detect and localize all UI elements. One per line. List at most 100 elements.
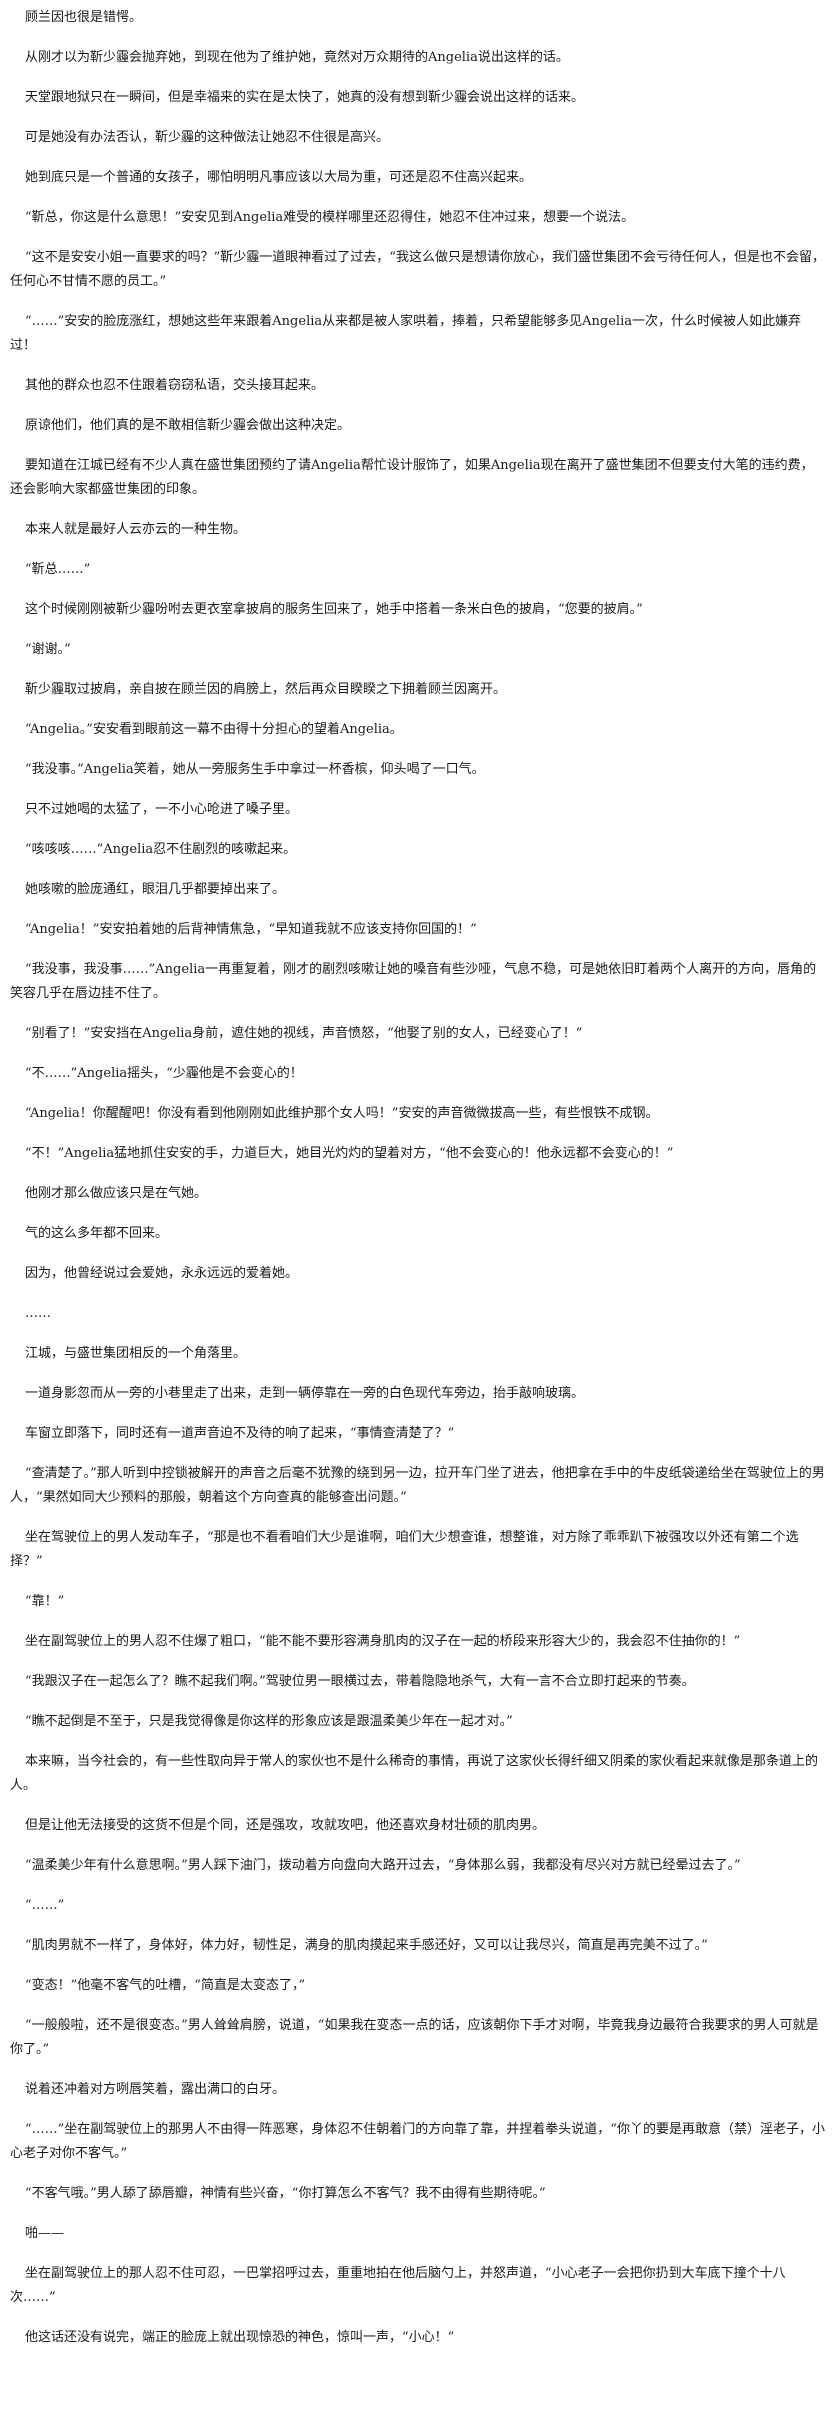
paragraph-gap: [10, 1166, 825, 1182]
paragraph: 其他的群众也忍不住跟着窃窃私语，交头接耳起来。: [25, 378, 325, 393]
paragraph: “……”安安的脸庞涨红，想她这些年来跟着Angelia从来都是被人家哄着，捧着，…: [10, 314, 801, 353]
paragraph: “靠！”: [25, 1594, 65, 1609]
paragraph: 从刚才以为靳少霾会抛弃她，到现在他为了维护她，竟然对万众期待的Angelia说出…: [25, 50, 569, 65]
paragraph: “一般般啦，还不是很变态。”男人耸耸肩膀，说道，“如果我在变态一点的话，应该朝你…: [10, 2018, 819, 2057]
paragraph: 啪——: [25, 2226, 65, 2241]
paragraph-gap: [10, 1654, 825, 1670]
paragraph: “Angelia！你醒醒吧！你没有看到他刚刚如此维护那个女人吗！”安安的声音微微…: [25, 1106, 659, 1121]
paragraph-gap: [10, 1206, 825, 1222]
paragraph: “靳总，你这是什么意思！”安安见到Angelia难受的模样哪里还忍得住，她忍不住…: [25, 210, 635, 225]
paragraph: “变态！”他毫不客气的吐槽，“简直是太变态了，”: [25, 1978, 306, 1993]
paragraph: “……”坐在副驾驶位上的那男人不由得一阵恶寒，身体忍不住朝着门的方向靠了靠，并捏…: [10, 2122, 825, 2161]
paragraph-gap: [10, 1366, 825, 1382]
paragraph: 气的这么多年都不回来。: [25, 1226, 169, 1241]
paragraph: “我跟汉子在一起怎么了？瞧不起我们啊。”驾驶位男一眼横过去，带着隐隐地杀气，大有…: [25, 1674, 695, 1689]
paragraph-gap: [10, 30, 825, 46]
paragraph-gap: [10, 358, 825, 374]
paragraph-gap: [10, 2310, 825, 2326]
paragraph: ……: [25, 1306, 51, 1321]
paragraph-gap: [10, 902, 825, 918]
paragraph: 要知道在江城已经有不少人真在盛世集团预约了请Angelia帮忙设计服饰了，如果A…: [10, 458, 814, 497]
paragraph: “温柔美少年有什么意思啊。”男人踩下油门，拨动着方向盘向大路开过去，“身体那么弱…: [25, 1858, 741, 1873]
paragraph: 天堂跟地狱只在一瞬间，但是幸福来的实在是太快了，她真的没有想到靳少霾会说出这样的…: [25, 90, 585, 105]
paragraph-gap: [10, 1046, 825, 1062]
paragraph-gap: [10, 1510, 825, 1526]
paragraph-gap: [10, 110, 825, 126]
paragraph-gap: [10, 542, 825, 558]
paragraph-gap: [10, 702, 825, 718]
paragraph: 她到底只是一个普通的女孩子，哪怕明明凡事应该以大局为重，可还是忍不住高兴起来。: [25, 170, 533, 185]
paragraph: “咳咳咳……”Angelia忍不住剧烈的咳嗽起来。: [25, 842, 297, 857]
paragraph-gap: [10, 1126, 825, 1142]
paragraph-gap: [10, 438, 825, 454]
paragraph: 坐在副驾驶位上的那人忍不住可忍，一巴掌招呼过去，重重地拍在他后脑勺上，并怒声道，…: [10, 2266, 786, 2305]
paragraph-gap: [10, 1734, 825, 1750]
paragraph: “不！”Angelia猛地抓住安安的手，力道巨大，她目光灼灼的望着对方，“他不会…: [25, 1146, 674, 1161]
paragraph-gap: [10, 294, 825, 310]
paragraph-gap: [10, 150, 825, 166]
paragraph: “Angelia。”安安看到眼前这一幕不由得十分担心的望着Angelia。: [25, 722, 403, 737]
paragraph-gap: [10, 742, 825, 758]
paragraph-gap: [10, 1798, 825, 1814]
paragraph: “瞧不起倒是不至于，只是我觉得像是你这样的形象应该是跟温柔美少年在一起才对。”: [25, 1714, 513, 1729]
paragraph: 车窗立即落下，同时还有一道声音迫不及待的响了起来，“事情查清楚了？”: [25, 1426, 455, 1441]
paragraph-gap: [10, 1006, 825, 1022]
paragraph-gap: [10, 2246, 825, 2262]
paragraph-gap: [10, 1446, 825, 1462]
paragraph-gap: [10, 398, 825, 414]
paragraph-gap: [10, 2206, 825, 2222]
paragraph: “不……”Angelia摇头，“少霾他是不会变心的！: [25, 1066, 303, 1081]
paragraph: “我没事。”Angelia笑着，她从一旁服务生手中拿过一杯香槟，仰头喝了一口气。: [25, 762, 485, 777]
paragraph-gap: [10, 1918, 825, 1934]
paragraph-gap: [10, 1998, 825, 2014]
paragraph-gap: [10, 782, 825, 798]
paragraph: 他刚才那么做应该只是在气她。: [25, 1186, 208, 1201]
paragraph: 她咳嗽的脸庞通红，眼泪几乎都要掉出来了。: [25, 882, 286, 897]
paragraph: “靳总……”: [25, 562, 91, 577]
paragraph: 说着还冲着对方咧唇笑着，露出满口的白牙。: [25, 2082, 286, 2097]
paragraph: “我没事，我没事……”Angelia一再重复着，刚才的剧烈咳嗽让她的嗓音有些沙哑…: [10, 962, 817, 1001]
paragraph-gap: [10, 1878, 825, 1894]
paragraph: 江城，与盛世集团相反的一个角落里。: [25, 1346, 247, 1361]
paragraph-gap: [10, 70, 825, 86]
paragraph-gap: [10, 230, 825, 246]
paragraph-gap: [10, 1614, 825, 1630]
paragraph: 只不过她喝的太猛了，一不小心呛进了嗓子里。: [25, 802, 299, 817]
paragraph: 可是她没有办法否认，靳少霾的这种做法让她忍不住很是高兴。: [25, 130, 390, 145]
paragraph: 原谅他们，他们真的是不敢相信靳少霾会做出这种决定。: [25, 418, 351, 433]
paragraph: 但是让他无法接受的这货不但是个同，还是强攻，攻就攻吧，他还喜欢身材壮硕的肌肉男。: [25, 1818, 546, 1833]
paragraph: “查清楚了。”那人听到中控锁被解开的声音之后毫不犹豫的绕到另一边，拉开车门坐了进…: [10, 1466, 825, 1505]
paragraph: “Angelia！”安安拍着她的后背神情焦急，“早知道我就不应该支持你回国的！”: [25, 922, 477, 937]
paragraph-gap: [10, 2102, 825, 2118]
paragraph-gap: [10, 862, 825, 878]
paragraph-gap: [10, 1838, 825, 1854]
paragraph: “不客气哦。”男人舔了舔唇瓣，神情有些兴奋，“你打算怎么不客气？我不由得有些期待…: [25, 2186, 546, 2201]
paragraph-gap: [10, 622, 825, 638]
paragraph: 因为，他曾经说过会爱她，永永远远的爱着她。: [25, 1266, 299, 1281]
paragraph-gap: [10, 1246, 825, 1262]
paragraph-gap: [10, 1958, 825, 1974]
paragraph-gap: [10, 1694, 825, 1710]
paragraph: 坐在驾驶位上的男人发动车子，“那是也不看看咱们大少是谁啊，咱们大少想查谁，想整谁…: [10, 1530, 799, 1569]
paragraph: “别看了！”安安挡在Angelia身前，遮住她的视线，声音愤怒，“他娶了别的女人…: [25, 1026, 583, 1041]
paragraph-gap: [10, 1406, 825, 1422]
paragraph-gap: [10, 502, 825, 518]
paragraph: “……”: [25, 1898, 65, 1913]
paragraph-gap: [10, 2062, 825, 2078]
paragraph: 顾兰因也很是错愕。: [25, 10, 143, 25]
paragraph-gap: [10, 1574, 825, 1590]
paragraph: 本来人就是最好人云亦云的一种生物。: [25, 522, 247, 537]
paragraph: 靳少霾取过披肩，亲自披在顾兰因的肩膀上，然后再众目睽睽之下拥着顾兰因离开。: [25, 682, 507, 697]
paragraph: “肌肉男就不一样了，身体好，体力好，韧性足，满身的肌肉摸起来手感还好，又可以让我…: [25, 1938, 708, 1953]
paragraph-gap: [10, 2166, 825, 2182]
paragraph: 坐在副驾驶位上的男人忍不住爆了粗口，“能不能不要形容满身肌肉的汉子在一起的桥段来…: [25, 1634, 741, 1649]
paragraph-gap: [10, 190, 825, 206]
paragraph-gap: [10, 662, 825, 678]
paragraph: “谢谢。”: [25, 642, 71, 657]
paragraph-gap: [10, 582, 825, 598]
paragraph: 他这话还没有说完，端正的脸庞上就出现惊恐的神色，惊叫一声，“小心！”: [25, 2330, 455, 2345]
paragraph-gap: [10, 1086, 825, 1102]
paragraph: 一道身影忽而从一旁的小巷里走了出来，走到一辆停靠在一旁的白色现代车旁边，抬手敲响…: [25, 1386, 585, 1401]
paragraph-gap: [10, 1326, 825, 1342]
